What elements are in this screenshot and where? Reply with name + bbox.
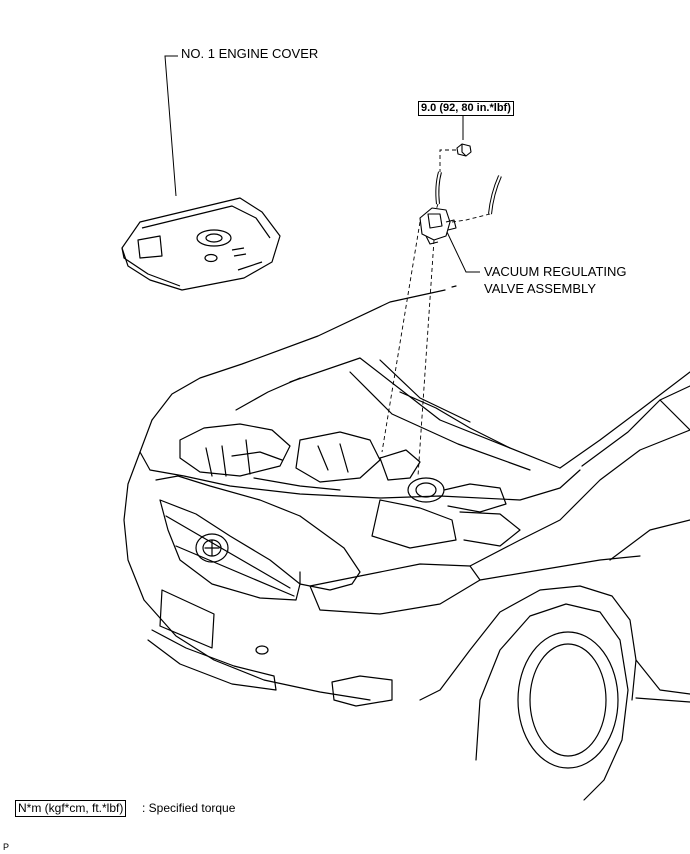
torque-spec-box: 9.0 (92, 80 in.*lbf) <box>418 101 514 116</box>
vacuum-valve-drawing <box>420 144 500 244</box>
vacuum-valve-leader <box>447 232 480 272</box>
vehicle-drawing <box>124 286 690 800</box>
engine-cover-label: NO. 1 ENGINE COVER <box>181 46 319 61</box>
torque-unit-legend-box: N*m (kgf*cm, ft.*lbf) <box>15 800 127 817</box>
engine-cover-drawing <box>122 198 280 290</box>
assembly-dashed-lines <box>382 150 490 476</box>
engine-cover-leader <box>165 56 178 196</box>
corner-mark: P <box>3 842 10 852</box>
vacuum-valve-label-line2: VALVE ASSEMBLY <box>484 281 596 296</box>
vacuum-valve-label-line1: VACUUM REGULATING <box>484 264 627 279</box>
torque-legend-description: : Specified torque <box>142 801 236 815</box>
